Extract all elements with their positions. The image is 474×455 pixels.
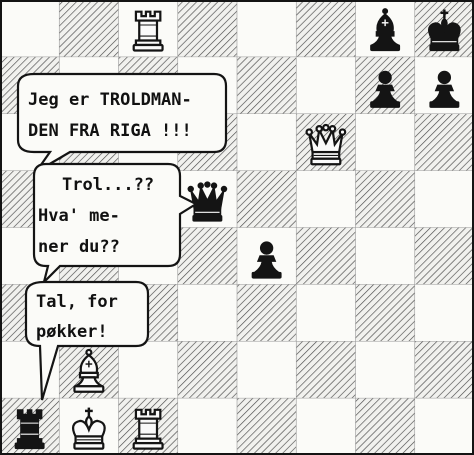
speech-line: DEN FRA RIGA !!! <box>28 121 192 141</box>
square-hatching <box>237 57 296 114</box>
light-square <box>178 284 237 341</box>
speech-line: ner du?? <box>38 237 120 257</box>
light-square <box>0 0 59 57</box>
light-square <box>356 114 415 171</box>
square-hatching <box>296 228 355 285</box>
square-hatching <box>237 171 296 228</box>
square-hatching <box>415 228 474 285</box>
square-hatching <box>296 341 355 398</box>
square-hatching <box>356 398 415 455</box>
light-square <box>237 341 296 398</box>
square-hatching <box>415 341 474 398</box>
white-queen-icon <box>307 125 346 164</box>
light-square <box>415 171 474 228</box>
square-hatching <box>415 114 474 171</box>
square-hatching <box>178 341 237 398</box>
square-hatching <box>237 284 296 341</box>
light-square <box>415 284 474 341</box>
speech-line: Tal, for <box>36 292 118 312</box>
speech-line: Hva' me- <box>38 206 120 226</box>
light-square <box>178 398 237 455</box>
square-hatching <box>178 0 237 57</box>
light-square <box>237 0 296 57</box>
light-square <box>296 171 355 228</box>
square-hatching <box>296 0 355 57</box>
square-hatching <box>237 398 296 455</box>
light-square <box>356 341 415 398</box>
light-square <box>356 228 415 285</box>
square-hatching <box>59 0 118 57</box>
speech-line: Jeg er TROLDMAN- <box>28 90 192 110</box>
square-hatching <box>178 228 237 285</box>
light-square <box>119 341 178 398</box>
light-square <box>415 398 474 455</box>
square-hatching <box>356 284 415 341</box>
speech-line: Trol...?? <box>62 175 154 195</box>
speech-line: pøkker! <box>36 322 108 342</box>
square-hatching <box>356 171 415 228</box>
light-square <box>296 284 355 341</box>
light-square <box>296 398 355 455</box>
light-square <box>296 57 355 114</box>
light-square <box>237 114 296 171</box>
